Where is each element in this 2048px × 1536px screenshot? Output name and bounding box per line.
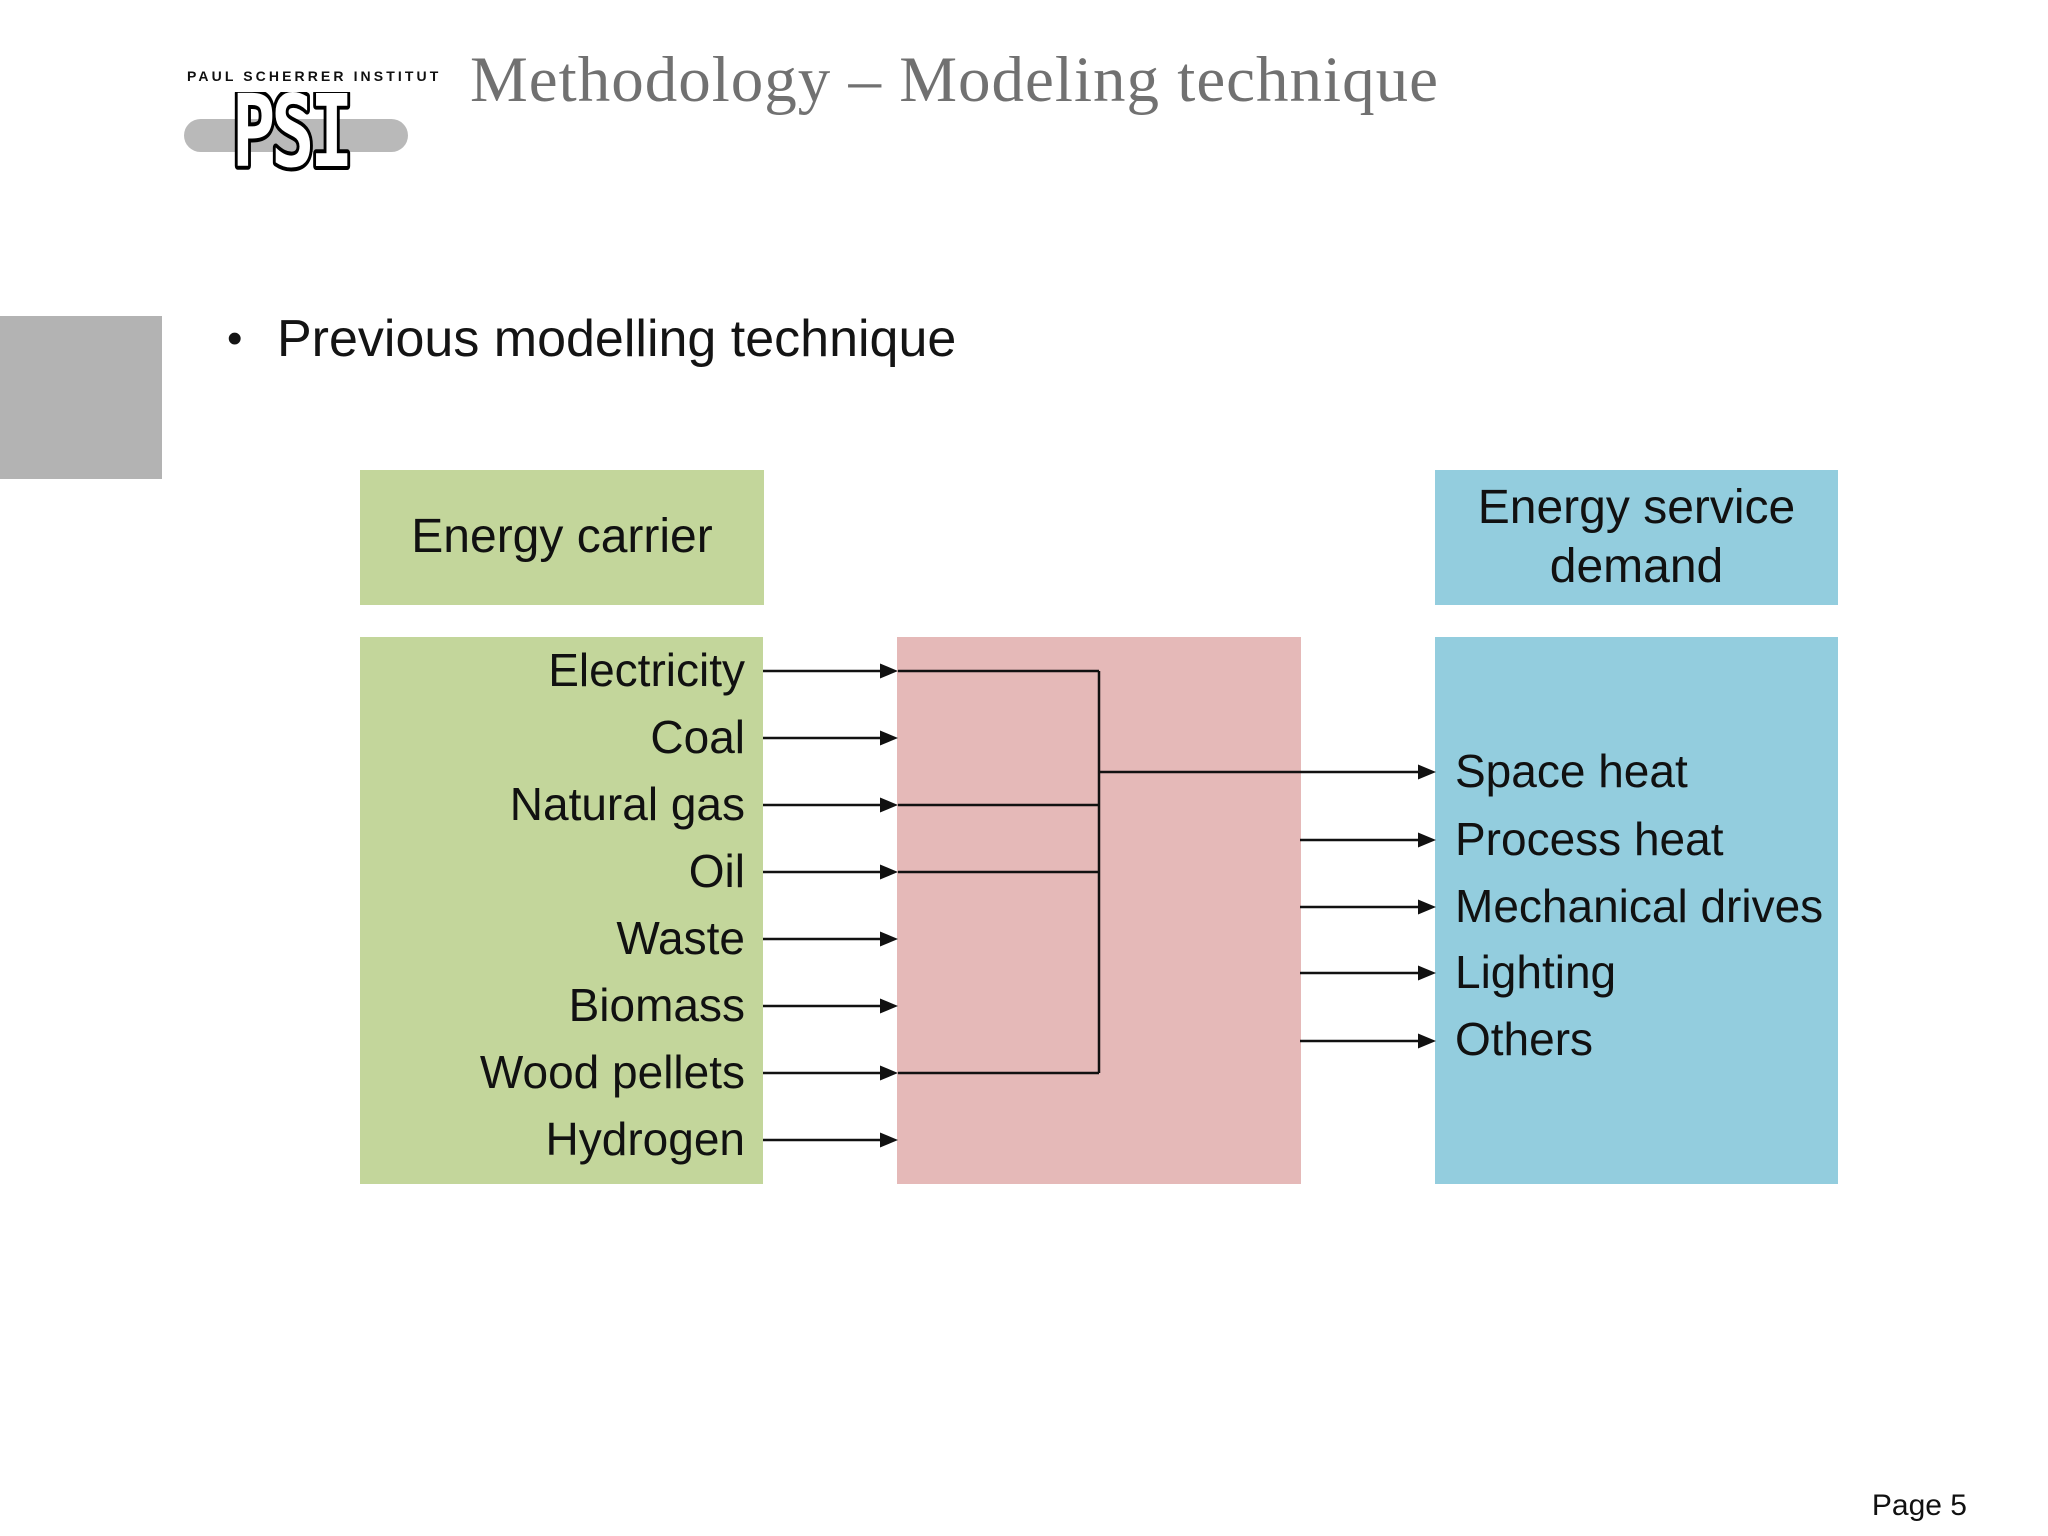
demand-item: Space heat bbox=[1455, 745, 1688, 797]
bullet-text: Previous modelling technique bbox=[277, 310, 957, 368]
psi-acronym: PSI bbox=[232, 92, 349, 178]
demand-item: Lighting bbox=[1455, 946, 1617, 998]
carrier-item: Oil bbox=[688, 845, 745, 897]
institute-name: PAUL SCHERRER INSTITUT bbox=[187, 68, 442, 84]
carrier-item: Biomass bbox=[568, 979, 745, 1031]
psi-logo-bar bbox=[184, 119, 408, 152]
carrier-item: Hydrogen bbox=[545, 1113, 745, 1165]
carrier-item: Natural gas bbox=[509, 778, 745, 830]
energy-service-demand-header-label: Energy service demand bbox=[1477, 480, 1796, 593]
output-arrows bbox=[1300, 832, 1436, 1049]
page-title: Methodology – Modeling technique bbox=[470, 44, 1439, 116]
accent-square bbox=[0, 316, 162, 479]
carrier-item: Coal bbox=[650, 711, 745, 763]
page-number: Page 5 bbox=[1871, 1489, 1967, 1522]
energy-carrier-list-box: Electricity Coal Natural gas Oil Waste B… bbox=[360, 637, 763, 1184]
conversion-box bbox=[897, 637, 1301, 1184]
energy-service-demand-list-box: Space heat Process heat Mechanical drive… bbox=[1435, 637, 1838, 1184]
carrier-item: Electricity bbox=[548, 644, 745, 696]
demand-item: Others bbox=[1455, 1013, 1594, 1065]
bullet-marker-icon: • bbox=[227, 314, 243, 363]
input-arrows bbox=[763, 663, 898, 1148]
carrier-item: Waste bbox=[616, 912, 745, 964]
energy-service-demand-header-box: Energy service demand bbox=[1435, 470, 1838, 605]
carrier-item: Wood pellets bbox=[479, 1046, 745, 1098]
demand-item: Mechanical drives bbox=[1455, 880, 1824, 932]
demand-item: Process heat bbox=[1455, 813, 1724, 865]
energy-carrier-header-box: Energy carrier bbox=[360, 470, 764, 605]
psi-logo-icon: PSI bbox=[229, 92, 357, 178]
bullet-item: • Previous modelling technique bbox=[227, 306, 956, 372]
energy-carrier-header-label: Energy carrier bbox=[411, 510, 713, 564]
